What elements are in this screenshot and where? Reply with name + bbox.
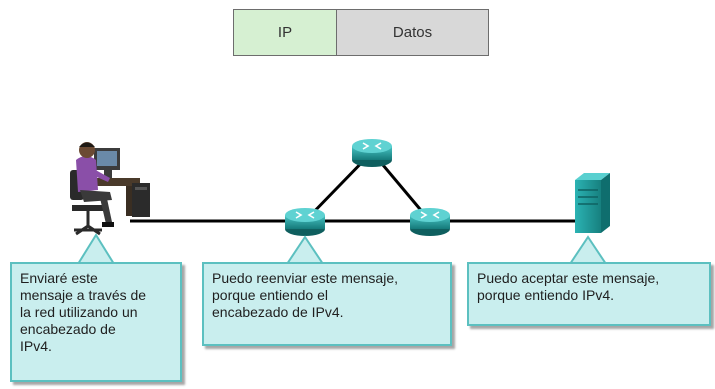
ip-packet: IP Datos [233, 9, 489, 56]
person-at-computer-icon [70, 142, 150, 236]
router-right-icon [410, 208, 450, 236]
callout-router-text: Puedo reenviar este mensaje, porque enti… [212, 270, 398, 320]
ip-header-segment: IP [234, 10, 337, 55]
router-left-icon [285, 208, 325, 236]
callout-sender: Enviaré este mensaje a través de la red … [10, 262, 182, 382]
callout-router: Puedo reenviar este mensaje, porque enti… [202, 262, 452, 346]
callout-sender-text: Enviaré este mensaje a través de la red … [20, 270, 147, 354]
callout-server: Puedo aceptar este mensaje, porque entie… [467, 262, 711, 326]
callout-pointers [76, 233, 608, 265]
router-top-icon [352, 139, 392, 167]
server-icon [575, 173, 610, 233]
data-segment: Datos [337, 10, 488, 55]
callout-server-text: Puedo aceptar este mensaje, porque entie… [477, 270, 660, 303]
